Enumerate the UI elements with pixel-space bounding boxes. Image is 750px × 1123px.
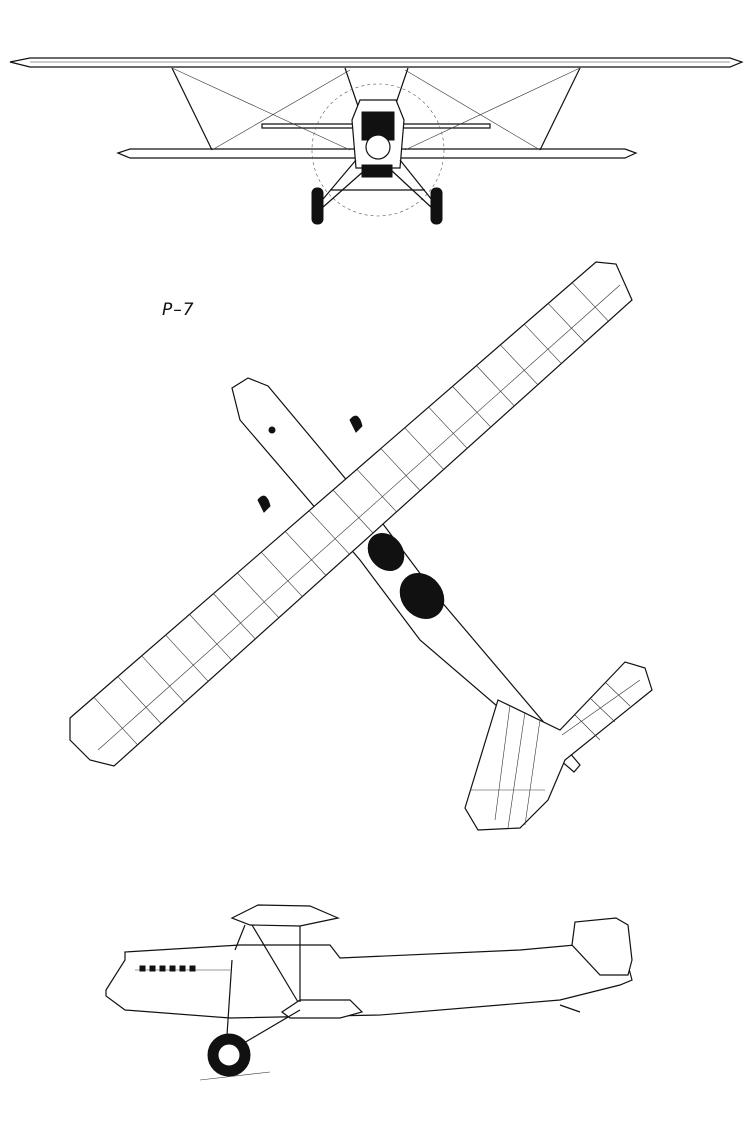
rear-cockpit (399, 573, 445, 619)
aileron-hinge (97, 284, 621, 751)
wheel-hub (217, 1043, 241, 1067)
wing-rib (189, 614, 232, 661)
wing-rib (332, 489, 374, 534)
wheel-top-left (257, 495, 271, 513)
fin-rudder (571, 917, 633, 976)
wing-rib (452, 386, 491, 428)
wing-rib (428, 406, 468, 449)
wing-rib (93, 697, 138, 746)
cockpit-opening (367, 533, 405, 571)
wing-rib (261, 551, 303, 597)
wing-rib (380, 448, 421, 491)
wing-rib (237, 572, 280, 618)
wing-rib (117, 676, 162, 724)
aircraft-designation-label: P–7 (162, 300, 195, 320)
wheel-top-right (349, 415, 363, 433)
propeller-disc (311, 83, 445, 217)
tailplane-top (464, 661, 653, 831)
wing-rib (141, 655, 185, 703)
side-view (105, 904, 633, 1081)
wing-rib (284, 531, 327, 576)
tail-skid (559, 1004, 581, 1013)
wing-rib (308, 510, 350, 555)
upper-wing-front (9, 57, 744, 68)
wing-rib (404, 427, 444, 470)
wheel-left (311, 187, 324, 225)
exhaust-detail (268, 426, 276, 434)
spinner (365, 134, 391, 160)
exhaust-ports (139, 965, 196, 972)
wing-rib (476, 365, 515, 407)
bracing-wires (171, 67, 581, 151)
radiator (361, 164, 393, 178)
landing-gear-front (317, 159, 437, 209)
wing-rib (500, 344, 539, 385)
wing-rib (213, 593, 256, 640)
wing-ribs (93, 282, 609, 746)
wing-rib (356, 469, 397, 513)
upper-wing-top (69, 261, 633, 767)
top-view (69, 261, 653, 831)
wheel-right (430, 187, 443, 225)
wing-rib (524, 323, 562, 364)
wing-rib (547, 303, 586, 343)
front-view (9, 57, 744, 225)
wing-rib (165, 634, 209, 682)
wing-rib (571, 282, 609, 322)
upper-wing-side (230, 904, 340, 927)
fuselage-side (105, 944, 633, 1019)
tailplane-ribs (470, 679, 641, 829)
